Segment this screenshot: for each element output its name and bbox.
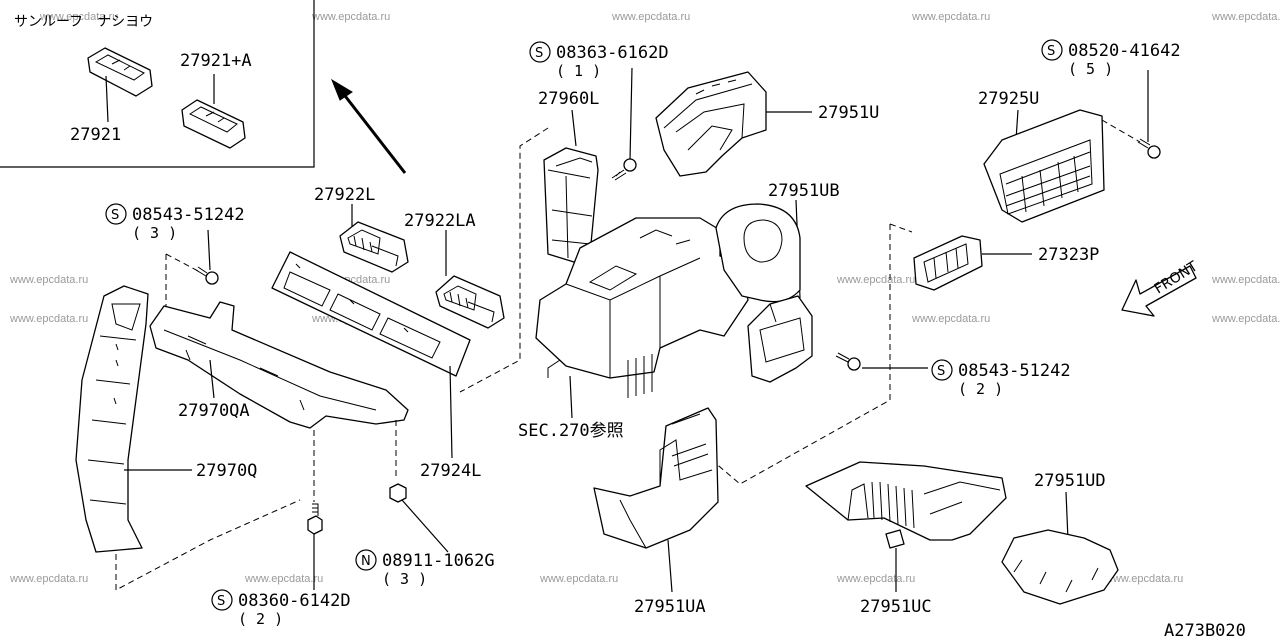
duct-27960L	[543, 147, 599, 263]
screw-s2b-callout: S 08360-6142D ( 2 )	[211, 589, 351, 628]
nut-n3-callout: N 08911-1062G ( 3 )	[355, 549, 495, 588]
screw-s3-callout: S 08543-51242 ( 3 )	[105, 203, 245, 271]
watermark: www.epcdata.ru	[1211, 11, 1280, 23]
part-number: 08543-51242	[132, 205, 245, 225]
diagram-code: A273B020	[1164, 621, 1246, 640]
quantity: ( 1 )	[556, 62, 601, 80]
inset-arrow	[330, 78, 407, 174]
screw-s1-callout: S 08363-6162D ( 1 )	[529, 41, 669, 161]
watermark: www.epcdata.ru	[836, 274, 915, 286]
screw-icon	[835, 352, 861, 371]
screw-icon	[195, 266, 219, 285]
inset-part-27921A: 27921+A	[180, 51, 252, 71]
leader	[105, 75, 109, 123]
connector-27951UB	[747, 295, 813, 383]
duct-27951U	[655, 71, 767, 177]
part-27922L: 27922L	[314, 185, 375, 205]
duct-27970QA	[149, 301, 409, 429]
cover-27951UD	[1001, 529, 1119, 605]
front-direction-indicator: FRONT	[1121, 258, 1201, 317]
quantity: ( 3 )	[132, 224, 177, 242]
vent-27323P	[913, 235, 983, 291]
screw-icon	[611, 158, 637, 181]
watermark: www.epcdata.ru	[1104, 573, 1183, 585]
part-27323P: 27323P	[1038, 245, 1099, 265]
part-27924L: 27924L	[420, 461, 481, 481]
inset-frame	[0, 0, 315, 168]
prefix-s: S	[535, 46, 543, 61]
quantity: ( 2 )	[958, 380, 1003, 398]
watermark: www.epcdata.ru	[9, 313, 88, 325]
inset-title: サンルーフ ナシヨウ	[14, 14, 153, 30]
quantity: ( 2 )	[238, 610, 283, 628]
watermark: www.epcdata.ru	[539, 573, 618, 585]
screw-icon	[1137, 138, 1161, 159]
prefix-n: N	[361, 554, 371, 569]
part-27951U: 27951U	[818, 103, 879, 123]
bolt-icon	[307, 503, 323, 535]
vent-27922L	[339, 221, 409, 273]
panel-27924L	[271, 251, 471, 377]
watermark: www.epcdata.ru	[311, 11, 390, 23]
prefix-s: S	[1047, 44, 1055, 59]
inset-vent-27921A	[181, 99, 246, 149]
part-27951UA: 27951UA	[634, 597, 706, 617]
part-number: 08360-6142D	[238, 591, 351, 611]
leader-dashed	[699, 224, 891, 485]
heater-unit-main	[535, 217, 749, 379]
nut-icon	[389, 483, 407, 503]
part-number: 08911-1062G	[382, 551, 495, 571]
duct-27951UC	[805, 461, 1007, 549]
prefix-s: S	[937, 364, 945, 379]
inset-part-27921: 27921	[70, 125, 121, 145]
watermark: www.epcdata.ru	[39, 11, 118, 23]
leader-dashed	[459, 127, 549, 393]
watermark: www.epcdata.ru	[1211, 274, 1280, 286]
part-27925U: 27925U	[978, 89, 1039, 109]
watermark: www.epcdata.ru	[9, 274, 88, 286]
section-reference: SEC.270参照	[518, 421, 624, 441]
part-27970Q: 27970Q	[196, 461, 257, 481]
watermark: www.epcdata.ru	[911, 313, 990, 325]
watermark: www.epcdata.ru	[611, 11, 690, 23]
screw-s2r-callout: S 08543-51242 ( 2 )	[931, 359, 1071, 398]
prefix-s: S	[217, 594, 225, 609]
part-27951UB: 27951UB	[768, 181, 840, 201]
part-27951UD: 27951UD	[1034, 471, 1106, 491]
watermark: www.epcdata.ru	[1211, 313, 1280, 325]
part-27951UC: 27951UC	[860, 597, 932, 617]
part-number: 08543-51242	[958, 361, 1071, 381]
screw-s5-callout: S 08520-41642 ( 5 )	[1041, 39, 1181, 142]
blower-case	[715, 203, 801, 303]
inset-no-sunroof: サンルーフ ナシヨウ 27921 27921+A	[0, 0, 315, 168]
watermark: www.epcdata.ru	[911, 11, 990, 23]
watermark: www.epcdata.ru	[244, 573, 323, 585]
part-27922LA: 27922LA	[404, 211, 476, 231]
prefix-s: S	[111, 208, 119, 223]
part-number: 08363-6162D	[556, 43, 669, 63]
watermark: www.epcdata.ru	[836, 573, 915, 585]
unit-pipes	[547, 354, 653, 398]
part-27970QA: 27970QA	[178, 401, 250, 421]
part-27960L: 27960L	[538, 89, 599, 109]
duct-27951UA	[593, 407, 719, 549]
quantity: ( 3 )	[382, 570, 427, 588]
vent-27922LA	[435, 275, 505, 329]
watermark: www.epcdata.ru	[9, 573, 88, 585]
part-number: 08520-41642	[1068, 41, 1181, 61]
inset-vent-27921	[87, 47, 153, 97]
duct-27970Q	[75, 285, 149, 553]
vent-grille-27925U	[983, 109, 1105, 223]
quantity: ( 5 )	[1068, 60, 1113, 78]
